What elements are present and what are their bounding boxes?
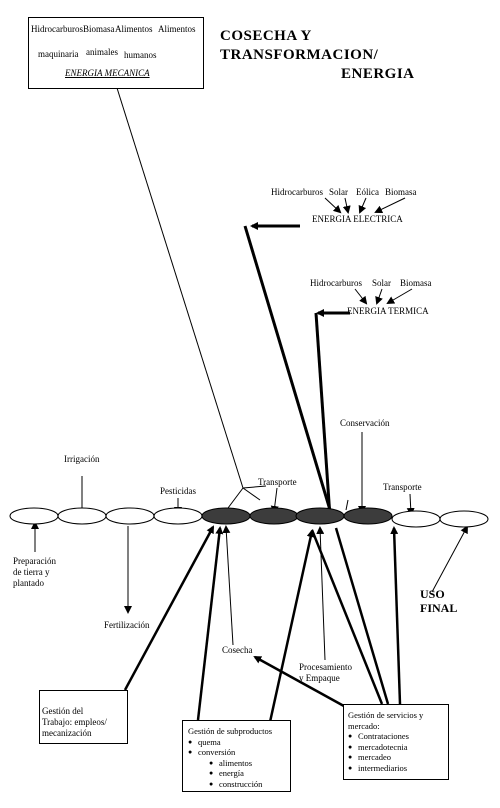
title-line-3: ENERGIA [341,66,415,82]
title-line-1: COSECHA Y [220,28,312,44]
chain-node-9 [391,510,441,528]
mech-source-alimentos-1: Alimentos [115,24,153,34]
elec-source-biomasa: Biomasa [385,187,417,197]
mech-source-biomasa: Biomasa [83,24,115,34]
elec-source-eolica: Eólica [356,187,379,197]
mech-humanos: humanos [124,50,157,60]
mech-result: ENERGIA MECANICA [65,68,150,78]
elec-result: ENERGIA ELECTRICA [312,214,403,224]
chain-node-5 [201,507,251,525]
gestion-subproductos-box: Gestión de subproductos quema conversión… [182,720,291,792]
mech-source-alimentos-2: Alimentos [158,24,196,34]
chain-node-1 [9,507,59,525]
chain-node-3 [105,507,155,525]
therm-source-solar: Solar [372,278,391,288]
mech-source-hidrocarburos: Hidrocarburos [31,24,83,34]
label-procesamiento: Procesamiento y Empaque [299,662,352,683]
chain-node-4 [153,507,203,525]
mechanical-energy-box [28,17,204,89]
mech-maquinaria: maquinaria [38,49,79,59]
label-transporte-2: Transporte [383,482,422,492]
chain-node-10 [439,510,489,528]
chain-node-6 [249,507,299,525]
subproductos-item: quema [188,737,290,748]
chain-node-8 [343,507,393,525]
label-conservacion: Conservación [340,418,390,428]
servicios-list: Contrataciones mercadotecnia mercadeo in… [344,731,448,773]
title-line-2: TRANSFORMACION/ [220,47,379,63]
subproductos-subitem: energía [209,768,290,779]
gestion-trabajo-text: Gestión del Trabajo: empleos/ mecanizaci… [42,706,107,738]
gestion-subproductos-title: Gestión de subproductos [188,726,273,736]
subproductos-sublist: alimentos energía construcción [183,758,290,790]
label-transporte-1: Transporte [258,477,297,487]
gestion-servicios-box: Gestión de servicios y mercado: Contrata… [343,704,449,780]
servicios-item: mercadeo [348,752,448,763]
chain-node-7 [295,507,345,525]
subproductos-list: quema conversión [183,737,290,758]
mech-animales: animales [86,47,118,57]
chain-node-2 [57,507,107,525]
servicios-item: mercadotecnia [348,742,448,753]
subproductos-item: conversión [188,747,290,758]
gestion-servicios-title: Gestión de servicios y mercado: [348,710,424,731]
gestion-trabajo-box [39,690,128,744]
therm-result: ENERGIA TERMICA [347,306,429,316]
servicios-item: Contrataciones [348,731,448,742]
subproductos-subitem: construcción [209,779,290,790]
label-preparacion: Preparación de tierra y plantado [13,556,56,588]
subproductos-subitem: alimentos [209,758,290,769]
label-uso-final: USO FINAL [420,587,458,615]
therm-source-hidrocarburos: Hidrocarburos [310,278,362,288]
label-fertilizacion: Fertilización [104,620,150,630]
label-cosecha: Cosecha [222,645,253,655]
elec-source-solar: Solar [329,187,348,197]
elec-source-hidrocarburos: Hidrocarburos [271,187,323,197]
therm-source-biomasa: Biomasa [400,278,432,288]
label-pesticidas: Pesticidas [160,486,196,496]
label-irrigacion: Irrigación [64,454,100,464]
servicios-item: intermediarios [348,763,448,774]
